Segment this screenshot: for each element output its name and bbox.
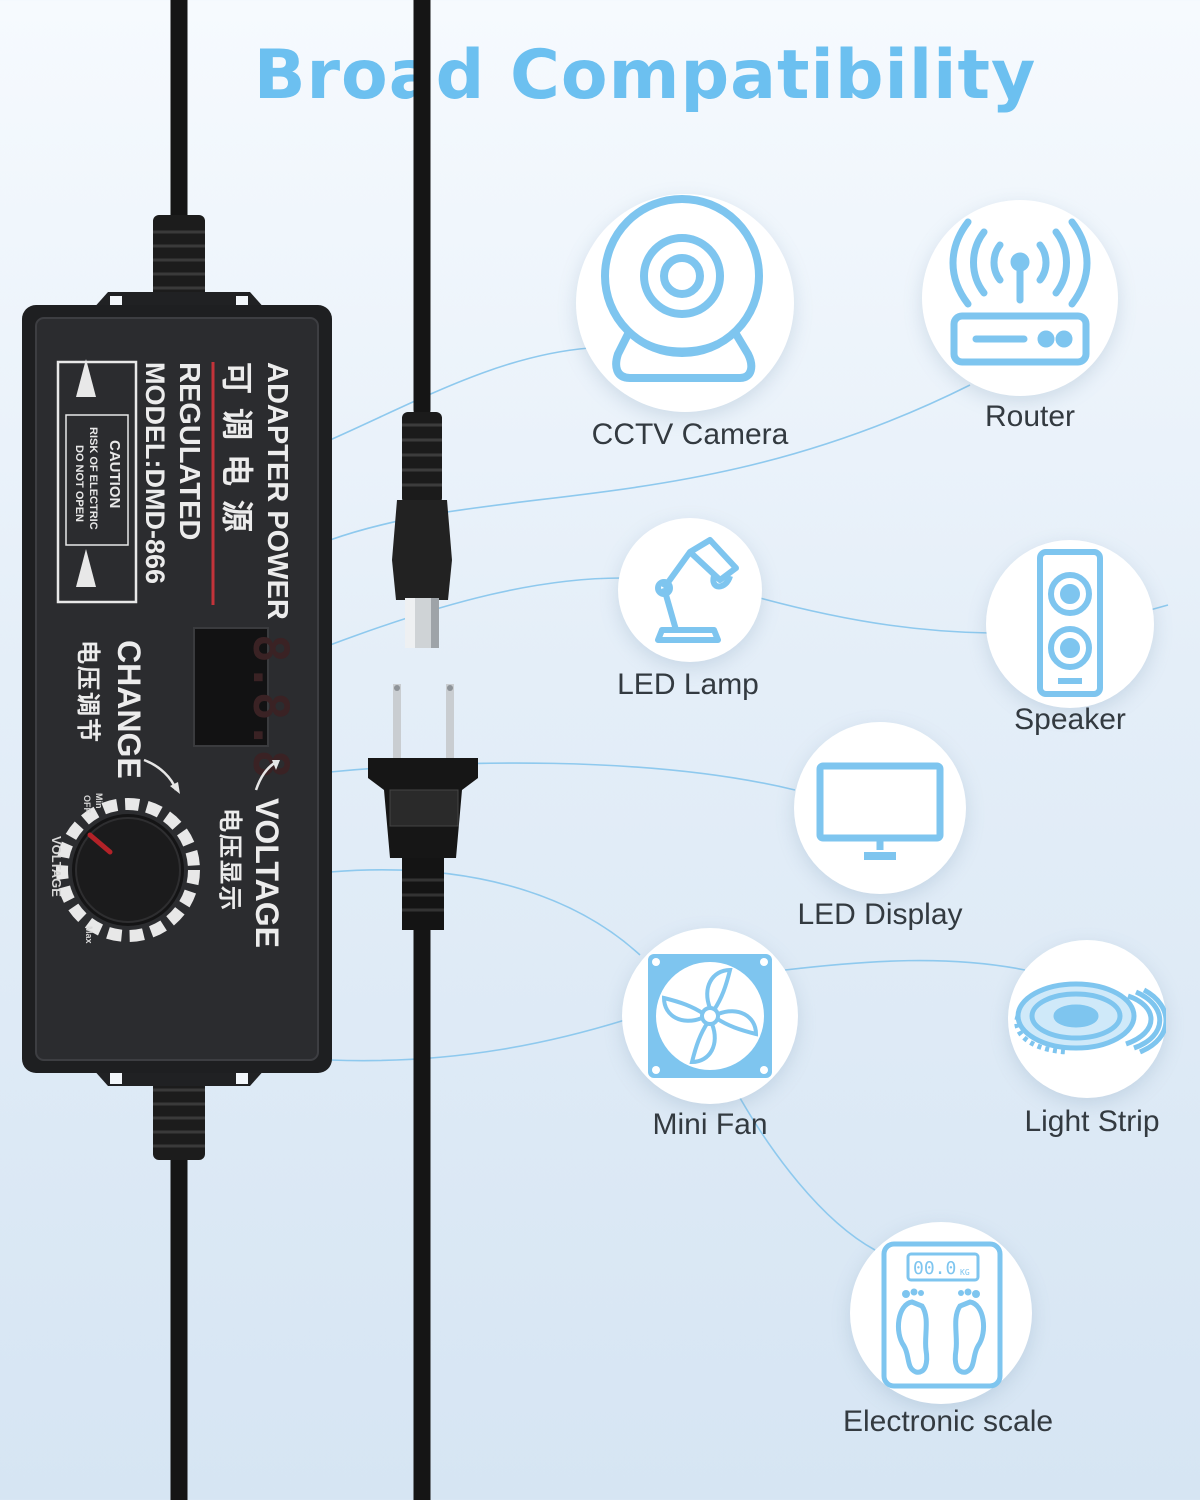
voltage-dial: Min OFF Max VOLTAGE — [49, 793, 200, 944]
strain-relief-top — [153, 215, 205, 315]
dial-min-label: Min — [94, 793, 104, 809]
label-cn-adjustable-power: 可调电源 — [219, 362, 255, 546]
caution-line1: RISK OF ELECTRIC — [87, 427, 99, 530]
device-label-mini-fan: Mini Fan — [652, 1108, 768, 1141]
dial-max-label: Max — [84, 926, 94, 944]
light-strip-icon — [1014, 981, 1166, 1055]
router-circle — [922, 200, 1118, 396]
speaker-circle — [986, 540, 1154, 708]
page-title: Broad Compatibility — [253, 36, 1037, 115]
device-label-light-strip: Light Strip — [1024, 1105, 1160, 1138]
monitor-icon — [816, 762, 944, 860]
cctv-camera-icon — [601, 195, 763, 382]
device-label-electronic-scale: Electronic scale — [842, 1405, 1054, 1438]
label-voltage: VOLTAGE — [249, 798, 285, 948]
digital-display: 8.8.8 — [193, 627, 298, 779]
scale-unit: KG — [960, 1268, 970, 1277]
mini-fan-circle — [622, 928, 798, 1104]
label-cn-voltage-display: 电压显示 — [216, 808, 243, 912]
dial-caption: VOLTAGE — [49, 836, 64, 897]
router-icon — [949, 218, 1091, 366]
scale-readout: 00.0 — [913, 1258, 956, 1279]
scale-icon: 00.0 KG — [881, 1241, 1003, 1389]
caution-warning-box: CAUTION RISK OF ELECTRIC DO NOT OPEN — [56, 359, 138, 604]
label-regulated: REGULATED — [173, 362, 205, 540]
electronic-scale-circle: 00.0 KG — [850, 1222, 1032, 1404]
caution-title: CAUTION — [106, 440, 123, 508]
adapter-body: ADAPTER POWER 可调电源 REGULATED MODEL:DMD-8… — [22, 292, 332, 1086]
dial-off-label: OFF — [82, 795, 92, 813]
label-model: MODEL:DMD-866 — [140, 362, 170, 584]
strain-relief-bottom — [153, 1065, 205, 1160]
caution-line2: DO NOT OPEN — [73, 445, 85, 522]
device-label-led-lamp: LED Lamp — [617, 668, 759, 701]
svg-text:8.8.8: 8.8.8 — [242, 634, 298, 779]
device-label-router: Router — [984, 400, 1076, 433]
device-label-cctv: CCTV Camera — [591, 418, 789, 451]
label-change: CHANGE — [111, 640, 147, 779]
device-label-speaker: Speaker — [1014, 703, 1126, 736]
dc-barrel-connector — [392, 412, 452, 648]
fan-icon — [648, 954, 772, 1078]
label-cn-voltage-adjust: 电压调节 — [74, 640, 101, 744]
led-display-circle — [794, 722, 966, 894]
desk-lamp-icon — [655, 537, 739, 643]
wall-plug — [368, 684, 478, 930]
light-strip-circle — [1008, 940, 1166, 1098]
cctv-camera-circle — [576, 194, 794, 412]
led-lamp-circle — [618, 518, 762, 662]
label-adapter-power: ADAPTER POWER — [261, 362, 293, 620]
speaker-icon — [1037, 549, 1103, 697]
cables — [170, 0, 431, 1500]
device-label-led-display: LED Display — [797, 898, 963, 931]
